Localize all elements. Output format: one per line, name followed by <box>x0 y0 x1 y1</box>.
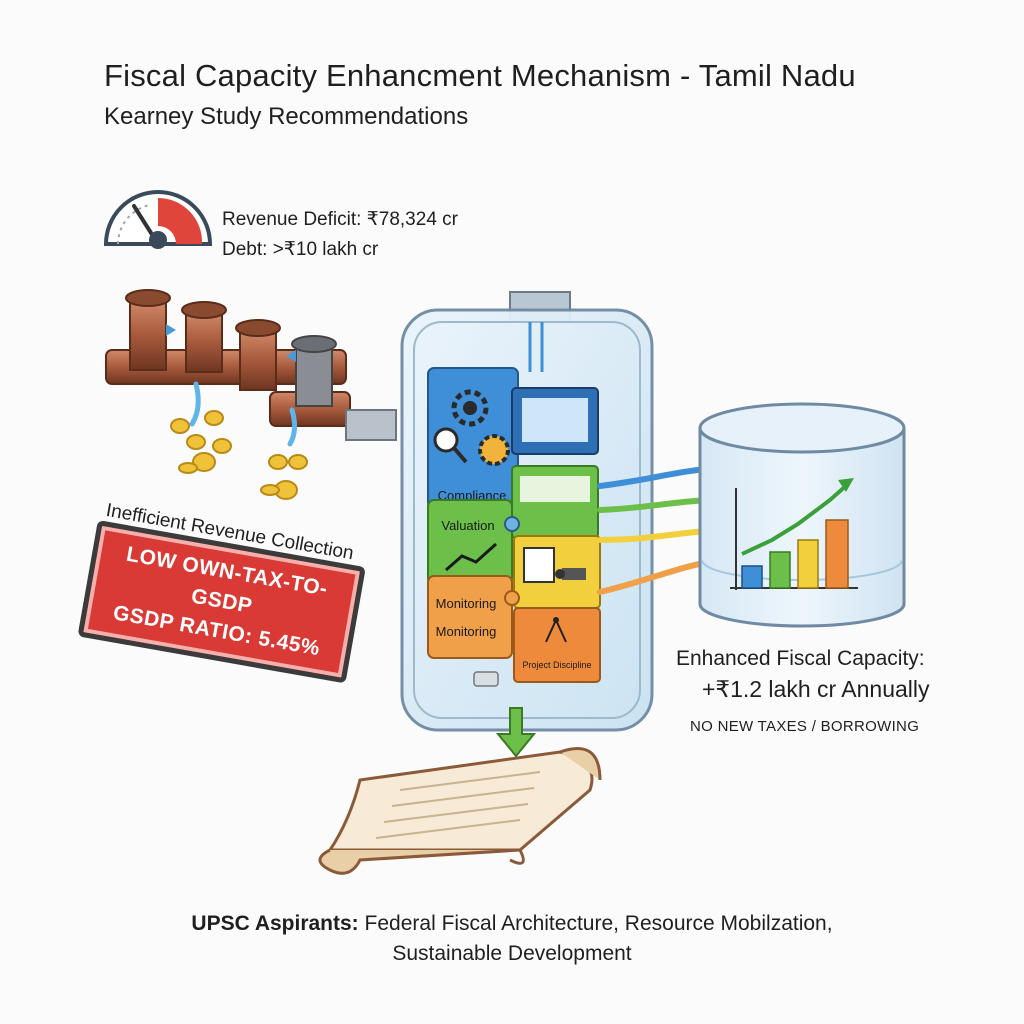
camera-panel <box>513 535 601 609</box>
output-arrow <box>495 707 537 758</box>
growth-chart-icon <box>730 478 858 590</box>
project-label: Project Discipline <box>522 660 591 670</box>
camera-icon <box>555 568 586 580</box>
capacity-tank <box>698 402 906 628</box>
monitoring-panel: Monitoring Monitoring <box>427 575 513 659</box>
compliance-panel: Compliance <box>427 367 519 509</box>
footer-topics-2: Sustainable Development <box>392 942 632 965</box>
debt-stat: Debt: >₹10 lakh cr <box>222 239 379 260</box>
monitoring-label-1: Monitoring <box>436 596 497 611</box>
scroll-icon <box>318 747 602 875</box>
magnifier-icon <box>433 427 468 464</box>
gear-icon <box>451 389 510 466</box>
project-panel: Project Discipline <box>513 607 601 683</box>
footer-line-1: UPSC Aspirants: Federal Fiscal Architect… <box>0 912 1024 936</box>
footer-topics-1: Federal Fiscal Architecture, Resource Mo… <box>364 912 833 935</box>
gauge-icon <box>103 190 213 249</box>
footer-audience: UPSC Aspirants: <box>191 912 359 935</box>
fiscal-machine: Compliance Valuation Monitoring Moni <box>400 291 654 732</box>
page-subtitle: Kearney Study Recommendations <box>104 103 469 130</box>
revenue-deficit-stat: Revenue Deficit: ₹78,324 cr <box>222 209 458 230</box>
monitoring-label-2: Monitoring <box>436 624 497 639</box>
compass-icon <box>545 617 567 643</box>
no-new-taxes-note: NO NEW TAXES / BORROWING <box>690 718 920 735</box>
enhanced-capacity-label: Enhanced Fiscal Capacity: <box>676 647 925 670</box>
valuation-label: Valuation <box>441 518 494 533</box>
enhanced-capacity-value: +₹1.2 lakh cr Annually <box>702 676 930 702</box>
valuation-panel: Valuation <box>427 499 513 585</box>
leaking-pipes <box>105 289 397 447</box>
falling-coins <box>170 410 308 500</box>
page-title: Fiscal Capacity Enhancment Mechanism - T… <box>104 58 856 93</box>
